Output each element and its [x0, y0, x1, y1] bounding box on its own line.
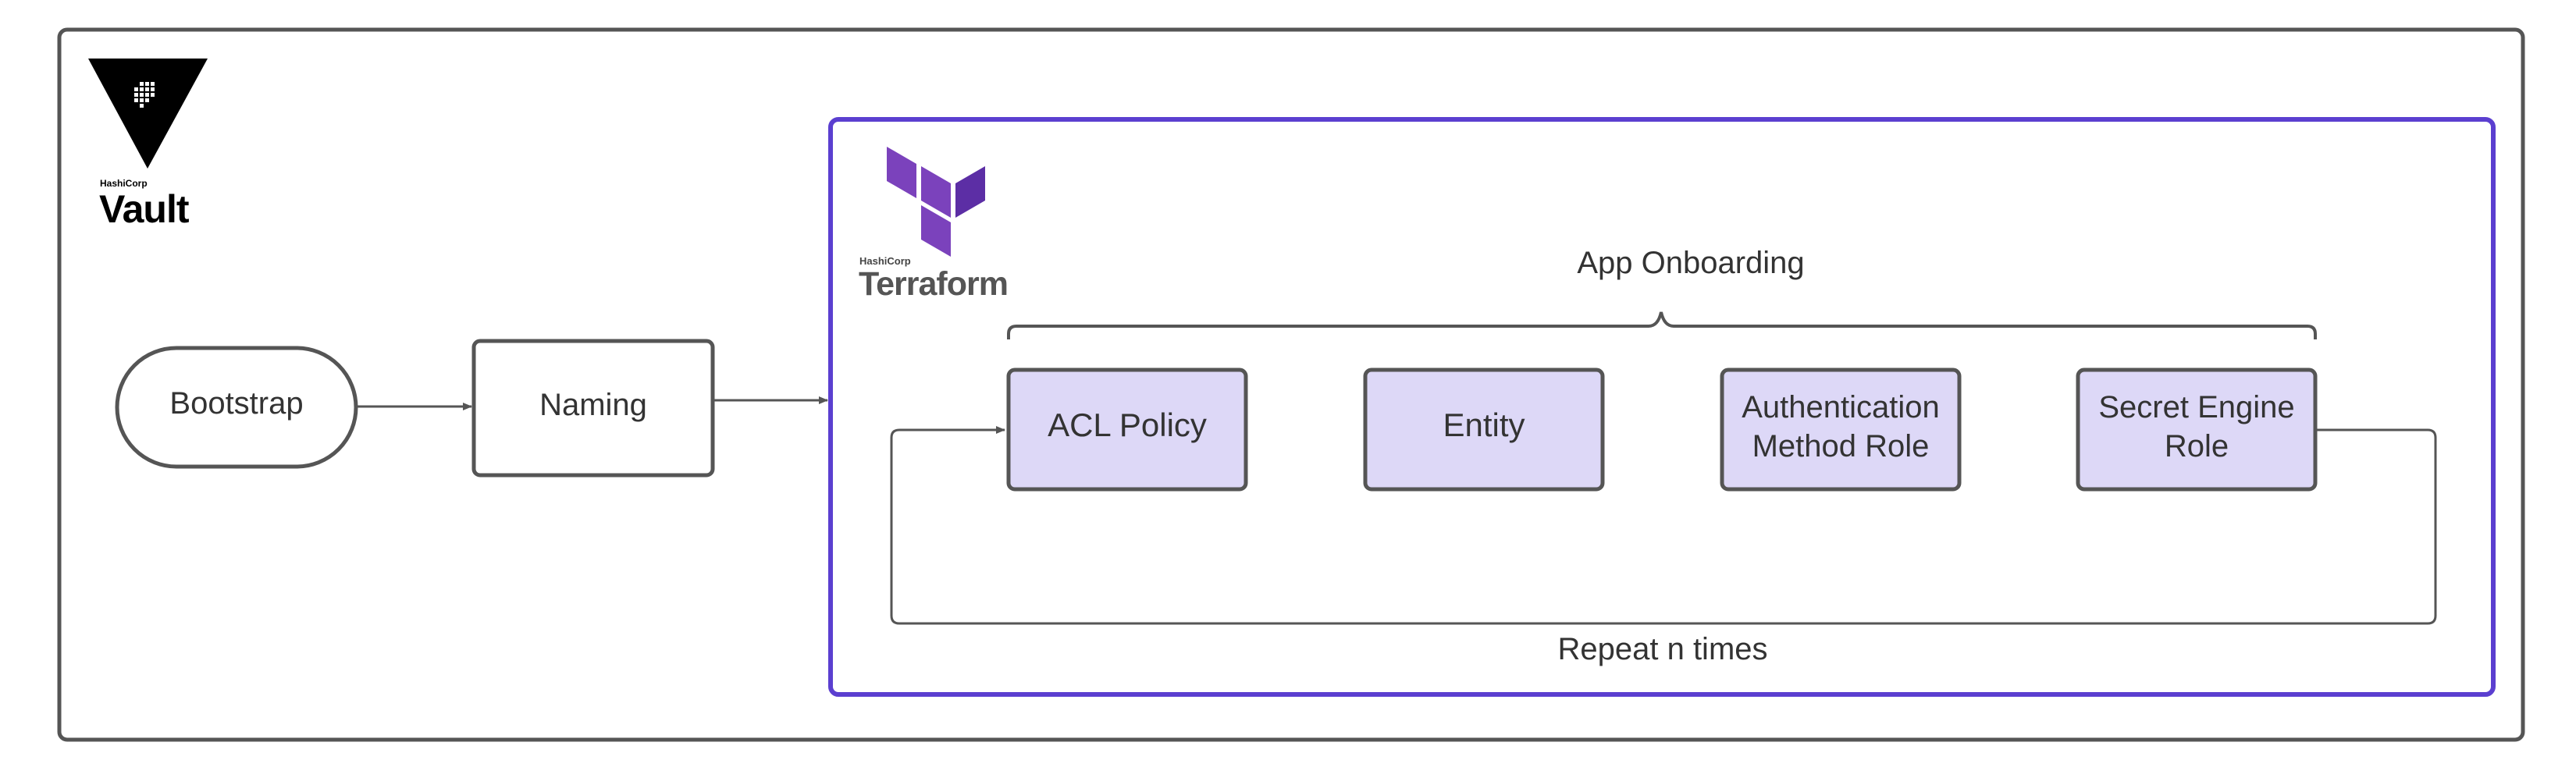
- authentication-method-role-label-line1: Authentication: [1742, 390, 1940, 424]
- entity-node: [1363, 368, 1605, 492]
- entity-label: Entity: [1443, 407, 1525, 443]
- terraform-logo: HashiCorp Terraform: [859, 147, 1009, 303]
- vault-brand: HashiCorp: [100, 178, 148, 189]
- group-brace: [1007, 311, 2317, 339]
- vault-product: Vault: [99, 187, 190, 231]
- secret-engine-role-label-line1: Secret Engine: [2098, 390, 2294, 424]
- terraform-frame: [828, 117, 2496, 697]
- authentication-method-role-node: [1720, 368, 1962, 492]
- group-label: App Onboarding: [1577, 246, 1804, 280]
- vault-grid-icon: [134, 82, 155, 108]
- authentication-method-role-label-line2: Method Role: [1752, 429, 1930, 463]
- secret-engine-role-label-line2: Role: [2165, 429, 2229, 463]
- terraform-product: Terraform: [859, 265, 1008, 303]
- naming-label: Naming: [539, 388, 647, 422]
- repeat-loop-connector: [890, 426, 2437, 625]
- terraform-icon: [887, 147, 985, 257]
- secret-engine-role-node: [2076, 368, 2318, 492]
- vault-frame: [57, 27, 2525, 742]
- loop-label: Repeat n times: [1557, 632, 1767, 666]
- terraform-brand: HashiCorp: [859, 255, 911, 267]
- bootstrap-node: [115, 346, 358, 469]
- acl-policy-label: ACL Policy: [1048, 407, 1207, 443]
- naming-node: [471, 339, 715, 478]
- vault-triangle-icon: [88, 59, 208, 169]
- acl-policy-node: [1006, 368, 1248, 492]
- vault-logo: HashiCorp Vault: [88, 59, 208, 231]
- bootstrap-label: Bootstrap: [169, 386, 303, 421]
